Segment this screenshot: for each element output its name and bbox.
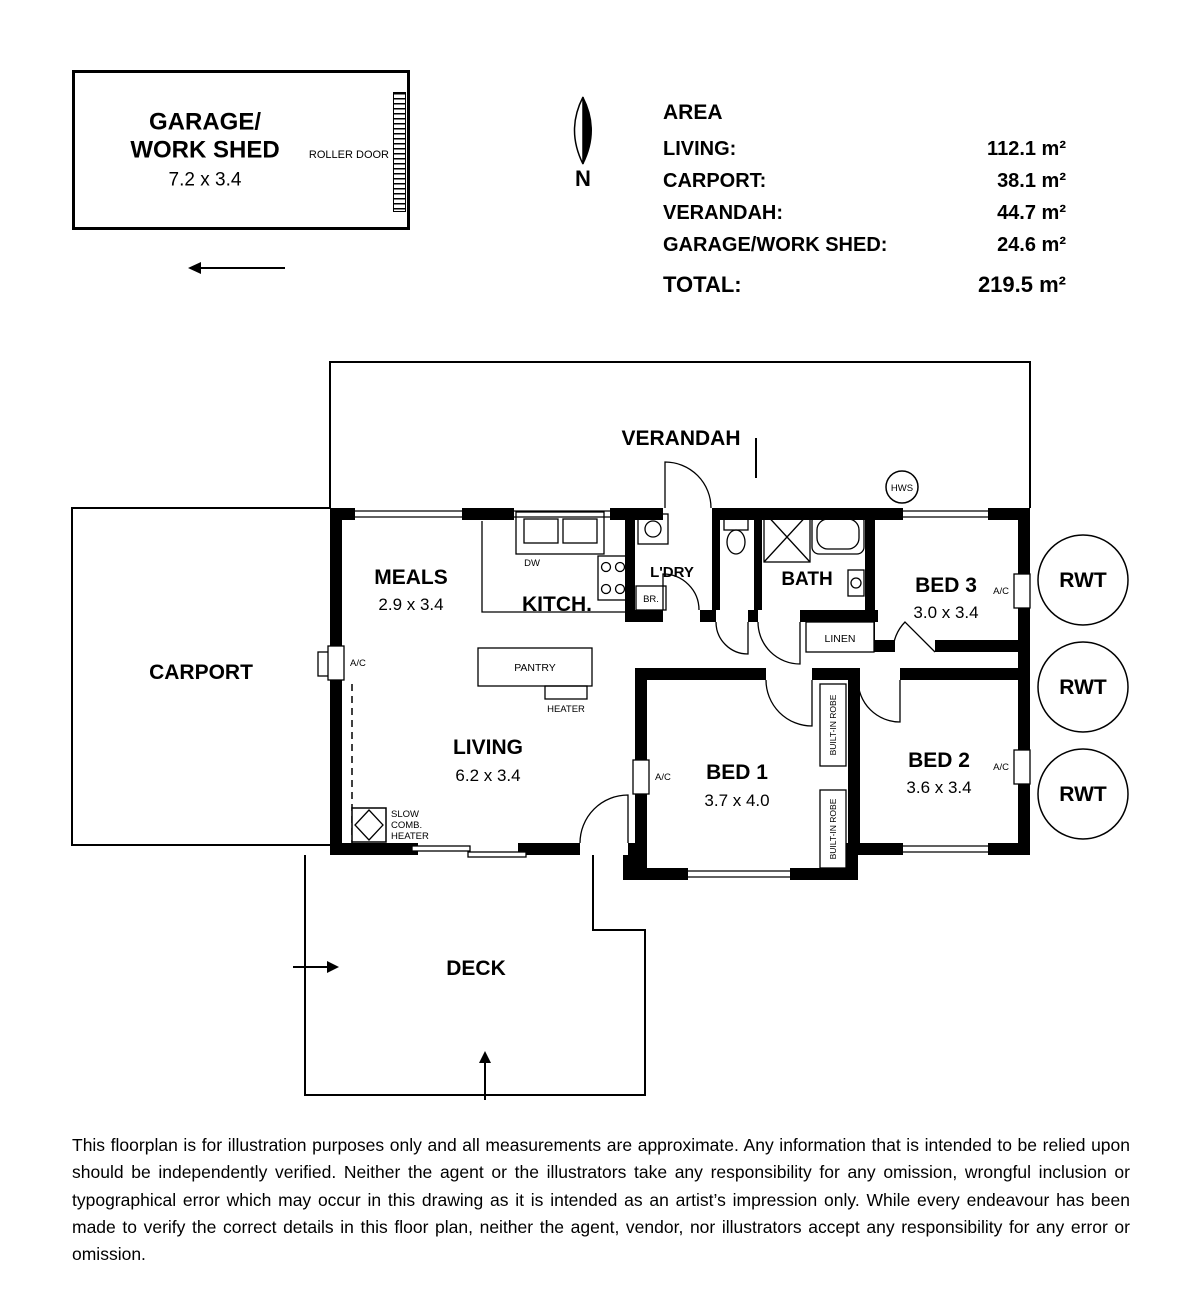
area-total-value: 219.5 m² <box>977 272 1066 297</box>
bed2-dims: 3.6 x 3.4 <box>906 778 971 797</box>
garage-title-block: GARAGE/ WORK SHED 7.2 x 3.4 <box>75 109 335 192</box>
cooktop <box>597 555 629 601</box>
living-dims: 6.2 x 3.4 <box>455 766 520 785</box>
door-arcs <box>579 461 936 844</box>
ldry-label: L'DRY <box>650 564 694 581</box>
robe-box-1 <box>819 683 847 767</box>
fixtures <box>351 511 875 869</box>
verandah-outline <box>329 361 1031 508</box>
rwt-tanks: RWT RWT RWT <box>1037 534 1129 840</box>
meals-label: MEALS <box>374 566 448 589</box>
toilet <box>723 513 749 555</box>
wc-door <box>715 621 749 655</box>
deck-label: DECK <box>446 957 506 980</box>
carport-label: CARPORT <box>149 661 253 684</box>
area-title: AREA <box>663 101 723 124</box>
pantry-label: PANTRY <box>514 662 556 674</box>
area-row-total: TOTAL: 219.5 m² <box>663 272 1066 298</box>
vanity <box>847 569 865 597</box>
garage-arrow <box>188 262 285 274</box>
north-label: N <box>575 166 591 191</box>
area-row-living: LIVING: 112.1 m² <box>663 138 1066 161</box>
slow-heater-label-3: HEATER <box>391 831 429 842</box>
heater-box <box>544 685 588 700</box>
bath-label: BATH <box>781 569 832 590</box>
broom-closet <box>635 585 667 611</box>
heater-label: HEATER <box>547 704 585 715</box>
north-compass-icon: N <box>573 96 592 191</box>
area-value: 112.1 m² <box>987 138 1066 160</box>
br-label: BR. <box>643 594 659 605</box>
kitchen-counter <box>481 521 628 613</box>
area-row-garage: GARAGE/WORK SHED: 24.6 m² <box>663 234 1066 257</box>
area-label: GARAGE/WORK SHED: <box>663 234 888 256</box>
hws-unit: HWS <box>885 470 919 504</box>
slow-combustion-heater <box>351 807 387 843</box>
area-label: LIVING: <box>663 138 737 160</box>
area-value: 38.1 m² <box>997 170 1066 192</box>
robe-label-1: BUILT-IN ROBE <box>828 694 838 755</box>
bath-door <box>757 621 801 665</box>
bathtub <box>811 513 865 555</box>
rwt-label-2: RWT <box>1059 676 1107 699</box>
verandah-label: VERANDAH <box>621 427 740 450</box>
area-total-label: TOTAL: <box>663 272 742 297</box>
kitchen-label: KITCH. <box>522 593 592 616</box>
bed2-label: BED 2 <box>908 749 970 772</box>
hws-label: HWS <box>891 483 913 494</box>
bed1-label: BED 1 <box>706 761 768 784</box>
sink-unit <box>515 511 605 555</box>
disclaimer-text: This floorplan is for illustration purpo… <box>72 1135 1130 1265</box>
area-label: VERANDAH: <box>663 202 783 224</box>
robe-box-2 <box>819 789 847 869</box>
bed3-label: BED 3 <box>915 574 977 597</box>
bed3-door <box>892 621 936 653</box>
ac-label-bed3: A/C <box>993 586 1009 597</box>
linen-label: LINEN <box>825 633 856 645</box>
rwt-label-1: RWT <box>1059 569 1107 592</box>
shower <box>763 511 811 563</box>
garage-title-line2: WORK SHED <box>130 136 280 164</box>
bed2-door <box>857 679 901 723</box>
area-label: CARPORT: <box>663 170 767 192</box>
ac-label-bed2: A/C <box>993 762 1009 773</box>
garage-box: GARAGE/ WORK SHED 7.2 x 3.4 ROLLER DOOR <box>72 70 410 230</box>
ac-units <box>317 573 1031 795</box>
laundry-door <box>662 573 700 611</box>
living-deck-door <box>579 794 629 844</box>
rwt-label-3: RWT <box>1059 783 1107 806</box>
window-lines <box>355 510 988 878</box>
ac-label-bed1: A/C <box>655 772 671 783</box>
bed3-dims: 3.0 x 3.4 <box>913 603 978 622</box>
dw-label: DW <box>524 558 540 569</box>
garage-title-line1: GARAGE/ <box>148 108 261 136</box>
room-labels: VERANDAH CARPORT MEALS 2.9 x 3.4 KITCH. … <box>149 427 1009 980</box>
sliding-door <box>411 845 527 858</box>
meals-dims: 2.9 x 3.4 <box>378 595 443 614</box>
laundry-trough <box>637 513 669 545</box>
area-row-carport: CARPORT: 38.1 m² <box>663 170 1066 193</box>
pantry-box <box>477 647 593 687</box>
robe-label-2: BUILT-IN ROBE <box>828 798 838 859</box>
area-value: 44.7 m² <box>997 202 1066 224</box>
roller-door-label: ROLLER DOOR <box>308 149 389 161</box>
garage-dims: 7.2 x 3.4 <box>168 169 242 191</box>
bed1-dims: 3.7 x 4.0 <box>704 791 769 810</box>
deck-outline <box>293 855 646 1100</box>
linen-closet <box>805 621 875 653</box>
slow-heater-label-1: SLOW <box>391 809 419 820</box>
front-door <box>664 461 712 509</box>
living-label: LIVING <box>453 736 523 759</box>
area-table: AREA LIVING: 112.1 m² CARPORT: 38.1 m² V… <box>663 101 1066 307</box>
roller-door-hatch <box>393 92 406 212</box>
ac-label-carport: A/C <box>350 658 366 669</box>
bed1-door <box>765 679 813 727</box>
slow-heater-label-2: COMB. <box>391 820 422 831</box>
area-value: 24.6 m² <box>997 234 1066 256</box>
area-row-verandah: VERANDAH: 44.7 m² <box>663 202 1066 225</box>
